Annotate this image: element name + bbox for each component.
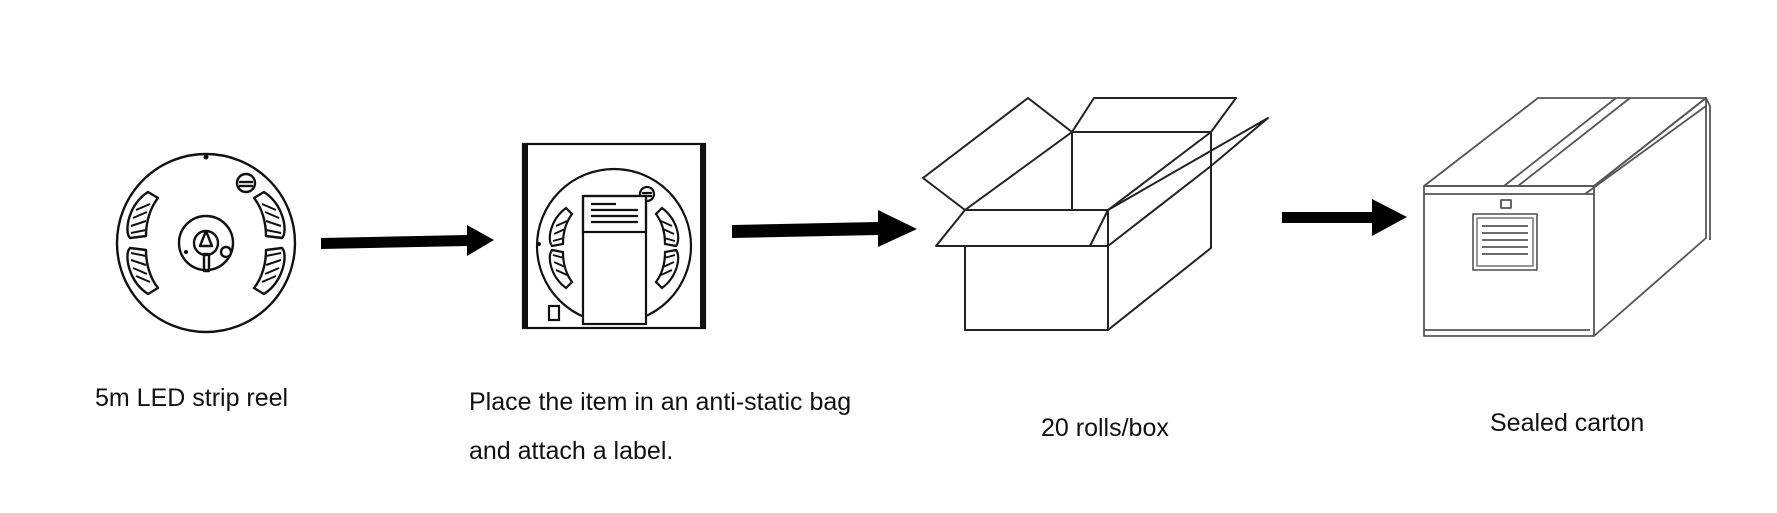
caption-line: 5m LED strip reel xyxy=(95,384,289,412)
step-caption-bag: Place the item in an anti-static bag and… xyxy=(469,378,851,476)
caption-line: Sealed carton xyxy=(1490,409,1645,437)
right-arrow-icon xyxy=(321,225,494,256)
sealed-carton-icon xyxy=(1423,97,1711,337)
caption-line: 20 rolls/box xyxy=(1041,414,1169,442)
right-arrow-icon xyxy=(1282,199,1407,236)
anti-static-bag-icon xyxy=(521,142,707,330)
step-caption-carton: Sealed carton xyxy=(1490,399,1644,448)
step-caption-box: 20 rolls/box xyxy=(1041,404,1169,453)
right-arrow-icon xyxy=(732,210,917,247)
caption-line: and attach a label. xyxy=(469,437,674,465)
led-strip-reel-icon xyxy=(115,152,297,334)
step-caption-reel: 5m LED strip reel xyxy=(95,374,288,423)
caption-line: Place the item in an anti-static bag xyxy=(469,388,852,416)
open-box-icon xyxy=(922,97,1269,331)
